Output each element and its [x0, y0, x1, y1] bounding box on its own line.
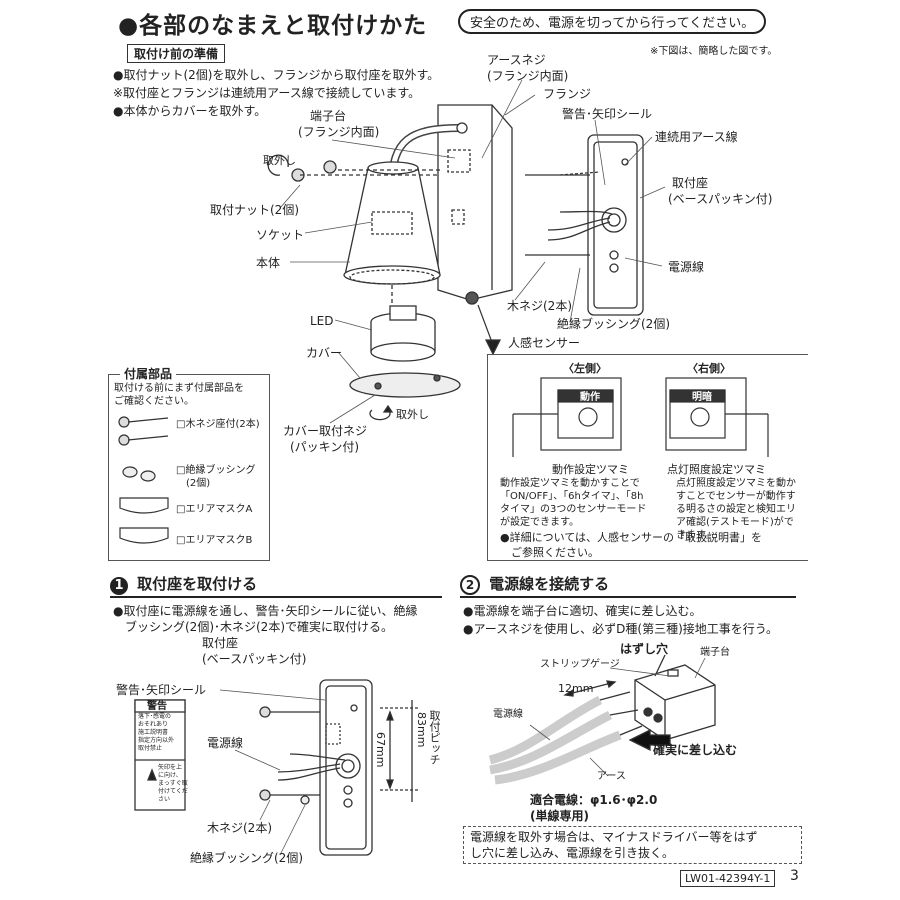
step2-rule — [460, 596, 796, 598]
doc-code: LW01-42394Y-1 — [680, 870, 776, 887]
left-knob-caption: 動作設定ツマミ — [552, 463, 629, 476]
earth-screw-sub-label: (フランジ内面) — [487, 69, 569, 83]
terminal-label: 端子台 — [310, 109, 347, 123]
safety-notice: 安全のため、電源を切ってから行ってください。 — [458, 9, 767, 34]
area-mask-a-icon — [119, 497, 169, 514]
accessories-box — [108, 374, 270, 561]
area-mask-b-icon — [119, 527, 169, 544]
right-knob-desc: 点灯照度設定ツマミを動か すことでセンサーが動作す る明るさの設定と検知エリ ア… — [676, 478, 796, 541]
prep-line: ●取付ナット(2個)を取外し、フランジから取付座を取外す。 — [113, 68, 440, 82]
wire-spec-sub-label: (単線専用) — [530, 809, 589, 823]
step1-title: 取付座を取付ける — [137, 575, 258, 593]
accessory-icons — [118, 416, 169, 544]
step1-base-label: 取付座 — [202, 636, 239, 650]
earth-label: アース — [597, 771, 626, 782]
step1-rule — [110, 596, 442, 598]
step2-line: ●アースネジを使用し、必ずD種(第三種)接地工事を行う。 — [463, 622, 779, 636]
removal-note: 電源線を取外す場合は、マイナスドライバー等をはず し穴に差し込み、電源線を引き抜… — [463, 826, 802, 864]
cover-screw-sub-label: (パッキン付) — [290, 440, 360, 454]
insert-label: 確実に差し込む — [653, 743, 738, 757]
terminal-sub-label: (フランジ内面) — [298, 125, 380, 139]
step1-number: 1 — [110, 577, 128, 595]
led-label: LED — [310, 314, 334, 328]
step1-pitch-value: 83mm — [415, 712, 428, 748]
right-knob-caption: 点灯照度設定ツマミ — [667, 463, 766, 476]
left-panel-text: 動作 — [580, 392, 600, 403]
step2-diagram — [488, 654, 716, 785]
step2-number: 2 — [460, 575, 480, 595]
step1-desc: ●取付座に電源線を通し、警告･矢印シールに従い、絶縁 ブッシング(2個)･木ネジ… — [113, 604, 418, 634]
accessories-title: 付属部品 — [120, 366, 177, 382]
accessory-item: □木ネジ座付(2本) — [176, 419, 260, 430]
exploded-view-diagram — [267, 79, 666, 424]
step1-seal-label: 警告･矢印シール — [116, 683, 207, 697]
warning-text: 落下･感電の おそれあり 施工説明書 指定方向以外 取付禁止 — [138, 713, 175, 752]
step1-dim-label: 67mm — [374, 732, 387, 768]
release-hole-label: はずし穴 — [620, 642, 669, 656]
flange-label: フランジ — [543, 87, 592, 101]
prep-tag: 取付け前の準備 — [127, 44, 226, 63]
left-knob-desc: 動作設定ツマミを動かすことで 「ON/OFF」、「6hタイマ」、「8h タイマ」… — [500, 478, 647, 528]
accessory-item: □エリアマスクA — [176, 504, 253, 515]
accessory-item: □エリアマスクB — [176, 535, 253, 546]
sensor-label: 人感センサー — [508, 336, 581, 350]
bushing-icon — [122, 466, 138, 478]
strip-length-label: 12mm — [558, 682, 594, 695]
sensor-detail-box — [487, 354, 808, 561]
strip-gauge-label: ストリップゲージ — [540, 659, 620, 670]
right-side-label: 〈右側〉 — [687, 362, 731, 375]
step1-bushing-label: 絶縁ブッシング(2個) — [190, 851, 303, 865]
warning-title: 警告 — [147, 701, 167, 712]
wood-screw-label: 木ネジ(2本) — [507, 299, 572, 313]
page-number: 3 — [790, 868, 799, 884]
left-side-label: 〈左側〉 — [563, 362, 607, 375]
body-label: 本体 — [256, 256, 281, 270]
bushing-icon — [140, 470, 156, 482]
cover-label: カバー — [306, 346, 343, 360]
terminal-block-label: 端子台 — [700, 647, 730, 658]
step1-pitch-label: 取付ピッチ — [428, 710, 441, 765]
base-sub-label: (ベースパッキン付) — [668, 192, 773, 206]
prep-line: ※取付座とフランジは連続用アース線で接続しています。 — [113, 86, 421, 100]
remove-label-2: 取外し — [396, 408, 429, 421]
power-wire-label: 電源線 — [668, 260, 705, 274]
step2-line: ●電源線を端子台に適切、確実に差し込む。 — [463, 604, 702, 618]
simplified-note: ※下図は、簡略した図です。 — [650, 46, 778, 57]
step1-screw-label: 木ネジ(2本) — [207, 821, 272, 835]
sensor-knob-diagram — [512, 377, 769, 457]
nut-label: 取付ナット(2個) — [210, 203, 299, 217]
wire-spec-label: 適合電線：φ1.6･φ2.0 — [530, 793, 658, 807]
sensor-footer: ●詳細については、人感センサーの「取扱説明書」を ご参照ください。 — [500, 531, 763, 559]
accessory-item: □絶縁ブッシング (2個) — [176, 465, 256, 489]
earth-screw-label: アースネジ — [487, 53, 546, 67]
page-title: ●各部のなまえと取付けかた — [118, 13, 428, 39]
step1-base-sub-label: (ベースパッキン付) — [202, 652, 307, 666]
step1-power-label: 電源線 — [207, 736, 244, 750]
socket-label: ソケット — [256, 228, 305, 242]
step2-title: 電源線を接続する — [489, 575, 610, 593]
step2-heading: 2 電源線を接続する — [460, 573, 609, 595]
wood-screw-icon — [118, 434, 130, 446]
cover-screw-label: カバー取付ネジ — [283, 424, 368, 438]
step1-diagram — [134, 679, 420, 856]
prep-line: ●本体からカバーを取外す。 — [113, 104, 267, 118]
warning-seal-label: 警告･矢印シール — [562, 107, 653, 121]
arrow-instruction-text: 矢印を上 に向け、 まっすぐ取 付けてくだ さい — [158, 764, 188, 803]
step2-power-wire-label: 電源線 — [493, 709, 523, 720]
bushing-label: 絶縁ブッシング(2個) — [557, 317, 670, 331]
step1-heading: 1 取付座を取付ける — [110, 573, 257, 595]
base-label: 取付座 — [672, 176, 709, 190]
remove-label: 取外し — [263, 154, 296, 167]
right-panel-text: 明暗 — [692, 392, 712, 403]
wood-screw-icon — [118, 416, 130, 428]
earth-wire-label: 連続用アース線 — [655, 130, 738, 144]
accessories-intro: 取付ける前にまず付属部品を ご確認ください。 — [114, 383, 244, 407]
